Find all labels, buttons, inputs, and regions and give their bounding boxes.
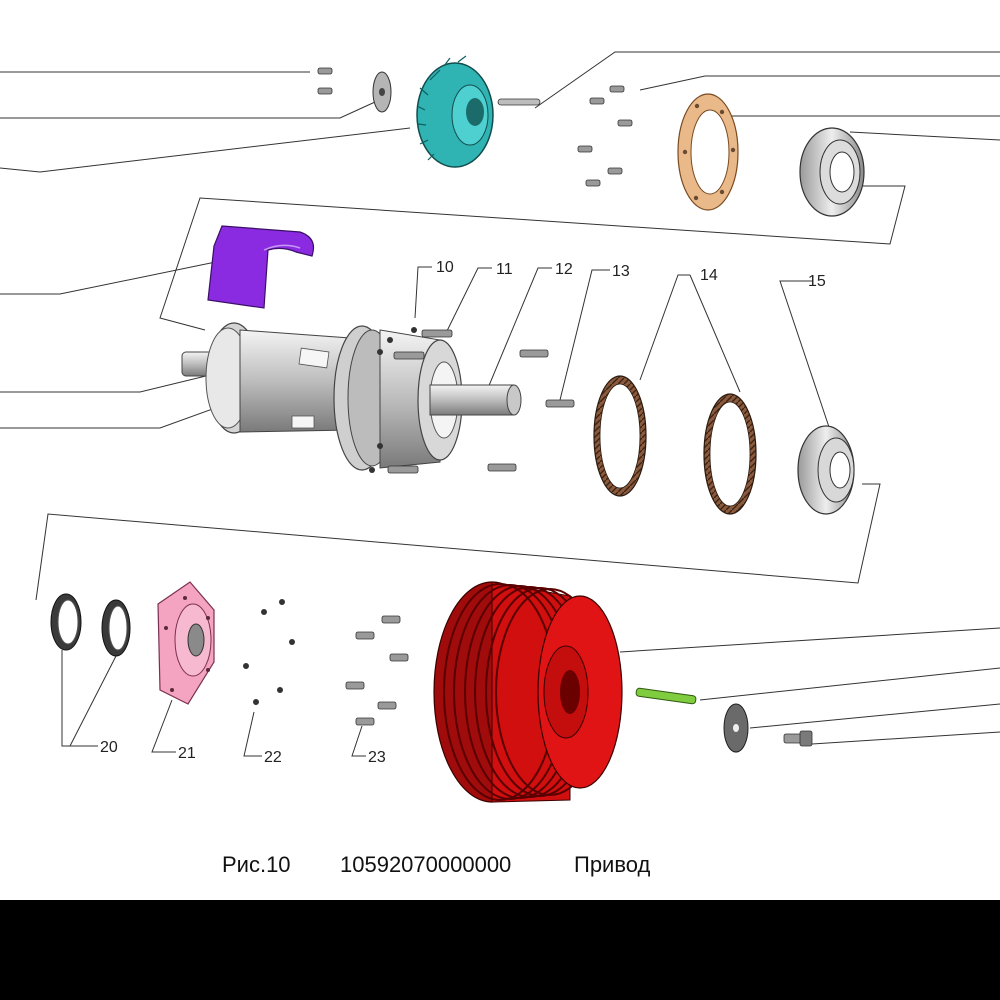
seal-icon [50, 593, 82, 651]
washer-icon [372, 71, 392, 113]
pulley [433, 581, 623, 803]
washer-icon [243, 599, 295, 705]
leader-lines-bottom [61, 627, 1000, 757]
callout-11: 11 [496, 261, 513, 278]
gasket-ring [677, 93, 739, 211]
gasket-icon [703, 393, 757, 515]
pin [497, 98, 541, 106]
bearing-icon [799, 127, 865, 217]
callout-13: 13 [612, 263, 630, 280]
washer-icon [723, 703, 749, 753]
bolt-icon [577, 85, 633, 187]
bolt-icon [345, 615, 409, 726]
bolt-icon [387, 329, 575, 474]
bolt-icon [783, 730, 813, 747]
callout-21: 21 [178, 745, 196, 762]
bolt-icon [317, 67, 333, 95]
bevel-gear [416, 55, 494, 168]
callout-23: 23 [368, 749, 386, 766]
leader-lines-top [0, 51, 1000, 331]
flange-cover [157, 581, 215, 705]
seal-icon [101, 599, 131, 657]
caption-title: Привод [574, 852, 651, 877]
bottom-black-band [0, 900, 1000, 1000]
caption-prefix: Рис.10 [222, 852, 291, 877]
gasket-icon [593, 375, 647, 497]
bearing-icon [797, 425, 855, 515]
drive-housing [181, 322, 522, 473]
callout-10: 10 [436, 259, 454, 276]
figure-caption: Рис.10 10592070000000 Привод [222, 852, 651, 877]
half-bushing [207, 225, 315, 309]
callout-15: 15 [808, 273, 826, 290]
callout-12: 12 [555, 261, 573, 278]
callout-22: 22 [264, 749, 282, 766]
callout-14: 14 [700, 267, 718, 284]
callout-labels: 10 11 12 13 14 15 20 21 22 23 [100, 259, 826, 766]
key [635, 687, 697, 705]
callout-20: 20 [100, 739, 118, 756]
caption-code: 10592070000000 [340, 852, 511, 877]
